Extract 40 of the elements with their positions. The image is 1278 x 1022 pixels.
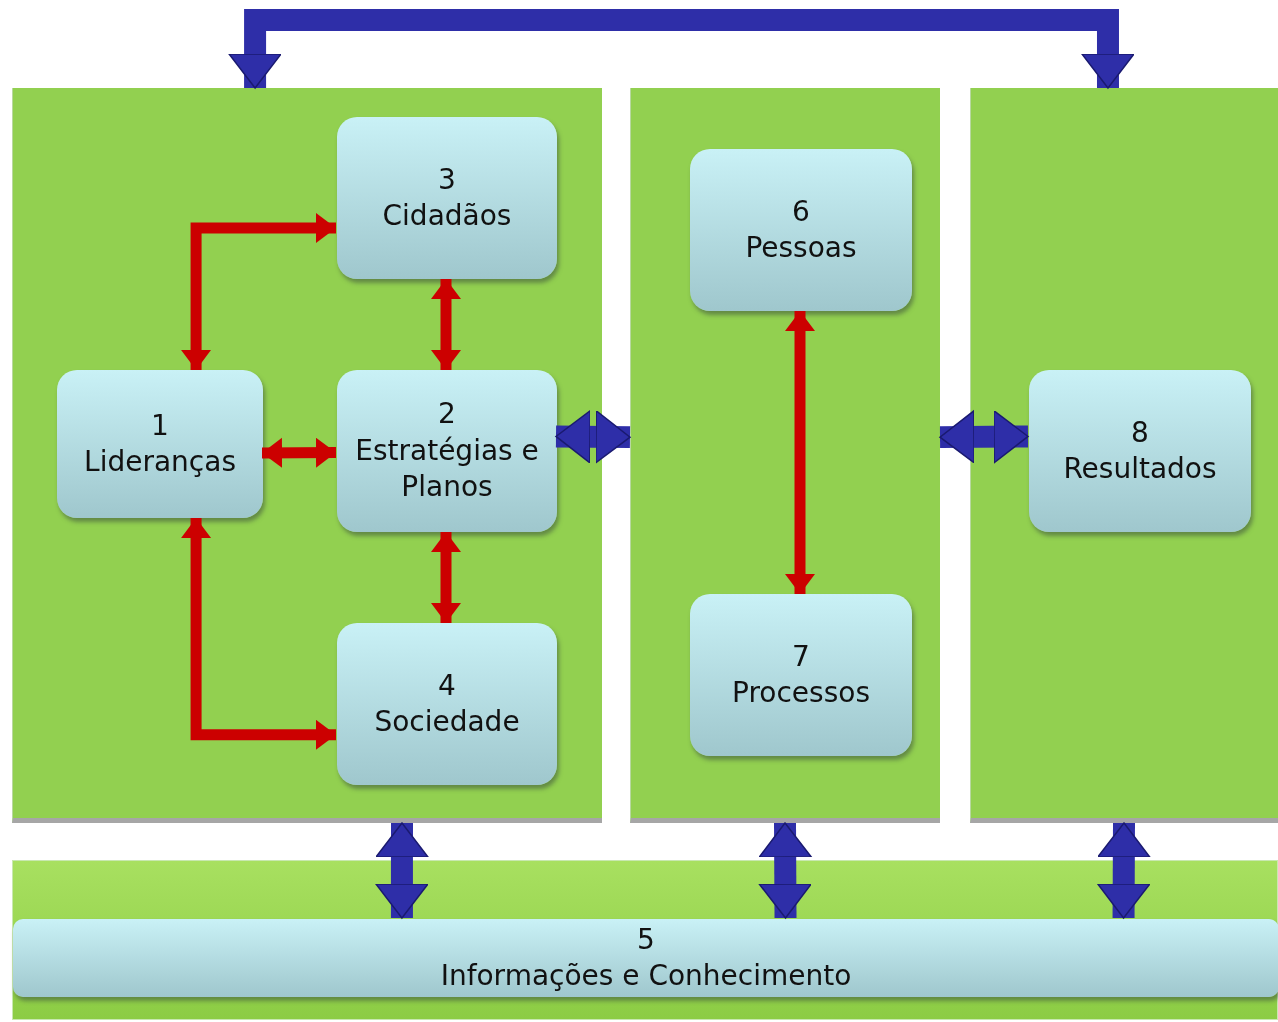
arrow — [431, 532, 461, 623]
criterion-name: Pessoas — [745, 230, 857, 266]
criterion-box — [337, 370, 557, 532]
criterion-name: Sociedade — [374, 704, 520, 740]
criterion-box — [337, 117, 557, 279]
arrow — [785, 311, 815, 594]
criterion-number: 1 — [151, 407, 169, 444]
arrow — [181, 518, 336, 750]
criterion-name: Estratégias e Planos — [354, 432, 540, 506]
criterion-number: 7 — [792, 638, 810, 675]
criterion-name: Resultados — [1063, 451, 1217, 487]
arrow — [181, 212, 336, 370]
category-panel — [970, 88, 1278, 823]
criterion-number: 2 — [438, 396, 456, 433]
arrow — [758, 822, 813, 919]
criterion-number: 4 — [438, 667, 456, 704]
arrow — [1096, 822, 1151, 919]
arrow — [555, 410, 631, 464]
criterion-box — [57, 370, 263, 518]
criterion-number: 5 — [637, 921, 655, 958]
criterion-name: Cidadãos — [382, 198, 512, 234]
criterion-box — [690, 149, 912, 311]
arrow — [431, 279, 461, 370]
criterion-name: Processos — [732, 675, 870, 711]
criterion-name: Informações e Conhecimento — [440, 958, 852, 994]
arrow — [375, 822, 429, 919]
criterion-name: Lideranças — [84, 444, 236, 480]
criterion-number: 8 — [1131, 414, 1149, 451]
criterion-box — [690, 594, 912, 756]
information-band — [12, 860, 1278, 1020]
criterion-box — [337, 623, 557, 785]
arrow — [228, 9, 1135, 89]
criterion-box — [1029, 370, 1251, 532]
category-panel — [630, 88, 940, 823]
category-panel — [12, 88, 602, 823]
criterion-number: 3 — [438, 161, 456, 198]
arrow — [939, 409, 1029, 464]
criterion-box — [13, 919, 1278, 997]
arrow — [262, 437, 336, 468]
criterion-number: 6 — [792, 193, 810, 230]
